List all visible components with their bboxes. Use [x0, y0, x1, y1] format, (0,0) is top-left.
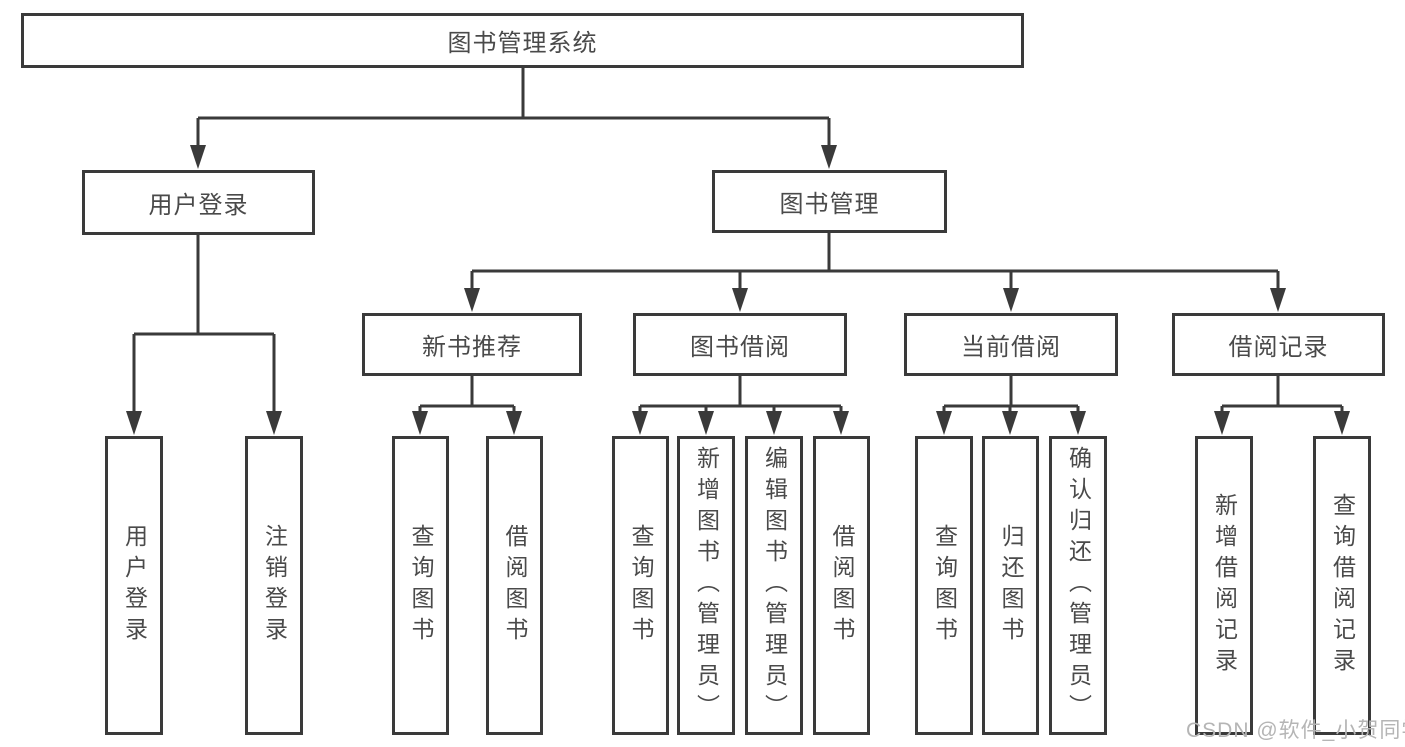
node-new-book-recommend-label: 新书推荐 — [422, 334, 522, 361]
connector-new-book-children — [412, 376, 522, 435]
node-root: 图书管理系统 — [21, 13, 1024, 68]
arrow-down-icon — [464, 288, 480, 312]
arrow-down-icon — [1002, 411, 1018, 435]
node-borrow-record-label: 借阅记录 — [1228, 334, 1329, 361]
arrow-down-icon — [732, 288, 748, 312]
leaf-borrow-book-1-label: 借阅图书 — [502, 523, 528, 648]
leaf-query-book-1-label: 查询图书 — [408, 523, 434, 648]
node-current-borrow: 当前借阅 — [904, 313, 1118, 376]
leaf-return-book-label: 归还图书 — [998, 523, 1024, 648]
arrow-down-icon — [1334, 411, 1350, 435]
leaf-query-book-3-label: 查询图书 — [931, 523, 958, 648]
leaf-logout-login-label: 注销登录 — [261, 523, 288, 648]
node-book-management: 图书管理 — [712, 170, 947, 233]
leaf-edit-book-admin: 编辑图书（管理员） — [745, 436, 803, 735]
leaf-query-book-2-label: 查询图书 — [628, 523, 654, 648]
node-user-login-label: 用户登录 — [148, 192, 249, 219]
leaf-logout-login: 注销登录 — [245, 436, 303, 735]
leaf-query-borrow-record-label: 查询借阅记录 — [1329, 492, 1356, 679]
leaf-user-login-label: 用户登录 — [121, 523, 148, 648]
leaf-query-book-2: 查询图书 — [612, 436, 669, 735]
leaf-borrow-book-1: 借阅图书 — [486, 436, 543, 735]
arrow-down-icon — [266, 411, 282, 435]
leaf-return-book: 归还图书 — [982, 436, 1039, 735]
leaf-borrow-book-2: 借阅图书 — [813, 436, 870, 735]
leaf-add-book-admin: 新增图书（管理员） — [677, 436, 735, 735]
connector-current-borrow-children — [936, 376, 1086, 435]
arrow-down-icon — [506, 411, 522, 435]
arrow-down-icon — [126, 411, 142, 435]
arrow-down-icon — [821, 145, 837, 169]
node-book-borrow: 图书借阅 — [633, 313, 847, 376]
connector-root-to-level2 — [190, 68, 837, 169]
node-current-borrow-label: 当前借阅 — [961, 334, 1061, 361]
leaf-query-book-1: 查询图书 — [392, 436, 449, 735]
arrow-down-icon — [936, 411, 952, 435]
leaf-query-book-3: 查询图书 — [915, 436, 973, 735]
csdn-watermark: CSDN @软件_小贺同学 — [1186, 719, 1405, 742]
leaf-edit-book-admin-label: 编辑图书（管理员） — [761, 446, 788, 725]
node-new-book-recommend: 新书推荐 — [362, 313, 582, 376]
leaf-add-borrow-record-label: 新增借阅记录 — [1211, 492, 1238, 679]
arrow-down-icon — [833, 411, 849, 435]
node-book-borrow-label: 图书借阅 — [690, 334, 790, 361]
arrow-down-icon — [1070, 411, 1086, 435]
leaf-add-book-admin-label: 新增图书（管理员） — [693, 446, 720, 725]
node-borrow-record: 借阅记录 — [1172, 313, 1385, 376]
arrow-down-icon — [1270, 288, 1286, 312]
connector-user-login-children — [126, 235, 282, 435]
arrow-down-icon — [412, 411, 428, 435]
connector-book-borrow-children — [632, 376, 849, 435]
leaf-confirm-return-admin-label: 确认归还（管理员） — [1065, 446, 1092, 725]
node-root-label: 图书管理系统 — [447, 30, 598, 57]
leaf-query-borrow-record: 查询借阅记录 — [1313, 436, 1371, 735]
node-user-login: 用户登录 — [82, 170, 315, 235]
connector-book-management-sections — [464, 233, 1286, 312]
arrow-down-icon — [1003, 288, 1019, 312]
arrow-down-icon — [632, 411, 648, 435]
node-book-management-label: 图书管理 — [779, 191, 880, 218]
leaf-user-login: 用户登录 — [105, 436, 163, 735]
arrow-down-icon — [766, 411, 782, 435]
leaf-add-borrow-record: 新增借阅记录 — [1195, 436, 1253, 735]
connector-borrow-record-children — [1214, 376, 1350, 435]
arrow-down-icon — [190, 145, 206, 169]
arrow-down-icon — [1214, 411, 1230, 435]
leaf-borrow-book-2-label: 借阅图书 — [829, 523, 855, 648]
arrow-down-icon — [698, 411, 714, 435]
leaf-confirm-return-admin: 确认归还（管理员） — [1049, 436, 1107, 735]
